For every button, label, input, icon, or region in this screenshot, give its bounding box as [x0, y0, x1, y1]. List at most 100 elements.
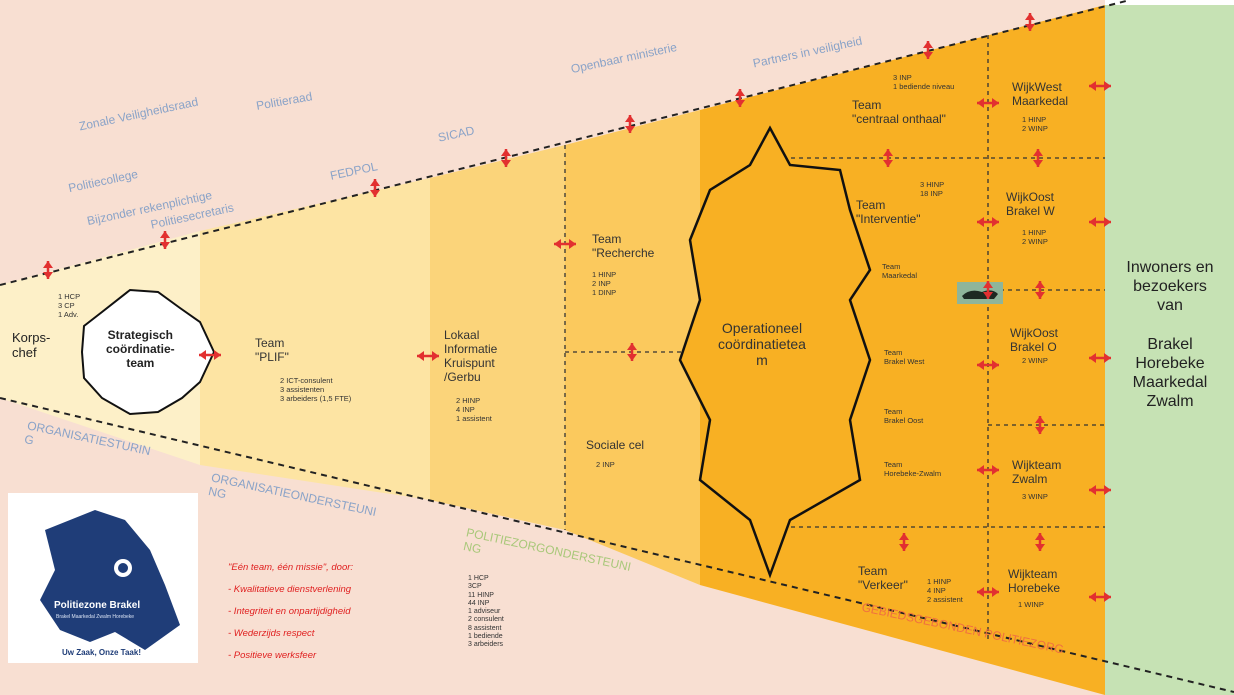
arrow-head	[1104, 81, 1111, 91]
mission-item: - Integriteit en onpartijdigheid	[228, 606, 351, 617]
arrow-head	[883, 160, 893, 167]
arrow-head	[370, 190, 380, 197]
arrow-head	[992, 465, 999, 475]
lik-staff: 2 HINP 4 INP 1 assistent	[456, 396, 492, 423]
arrow-head	[43, 272, 53, 279]
bottom-boundary	[0, 397, 1234, 693]
arrow-head	[199, 350, 206, 360]
arrow-head	[569, 239, 576, 249]
arrow-head	[501, 149, 511, 156]
sociale-cel-staff: 2 INP	[596, 460, 615, 469]
wijk-horebeke-title: Wijkteam Horebeke	[1008, 567, 1061, 595]
arrow-head	[1035, 533, 1045, 540]
arrow-head	[983, 292, 993, 299]
wijk-horebeke-staff: 1 WINP	[1018, 600, 1044, 609]
arrow-head	[1033, 149, 1043, 156]
mission-item: - Positieve werksfeer	[228, 650, 317, 661]
arrow-head	[1035, 427, 1045, 434]
team-horebeke-zwalm: Team Horebeke-Zwalm	[884, 460, 942, 478]
totals-list: 1 HCP 3CP 11 HINP 44 INP 1 adviseur 2 co…	[468, 575, 504, 648]
wijk-west-staff: 1 HINP 2 WINP	[1022, 115, 1048, 133]
team-maarkedal: Team Maarkedal	[882, 262, 918, 280]
wijk-zwalm-staff: 3 WINP	[1022, 492, 1048, 501]
team-brakel-oost: Team Brakel Oost	[884, 407, 924, 425]
interventie-staff: 3 HINP 18 INP	[920, 180, 945, 198]
mission-item: - Kwalitatieve dienstverlening	[228, 584, 352, 595]
centraal-staff: 3 INP 1 bediende niveau	[893, 73, 955, 91]
top-boundary	[0, 0, 1131, 286]
arrow-head	[501, 160, 511, 167]
arrow-head	[1035, 292, 1045, 299]
arrow-head	[214, 350, 221, 360]
arrow-head	[992, 587, 999, 597]
arrow-head	[977, 587, 984, 597]
verkeer-title: Team "Verkeer"	[858, 564, 908, 592]
zone-map-shape	[40, 510, 180, 650]
arrow-head	[1089, 485, 1096, 495]
centraal-title: Team "centraal onthaal"	[852, 98, 946, 126]
arrow-head	[899, 533, 909, 540]
wijk-oost-o-title: WijkOost Brakel O	[1010, 326, 1058, 354]
arrow-head	[1035, 544, 1045, 551]
korpschef-label: Korps- chef	[12, 330, 51, 360]
arrow-head	[977, 465, 984, 475]
arrow-head	[992, 217, 999, 227]
arrow-head	[1025, 24, 1035, 31]
arrow-head	[160, 231, 170, 238]
mission-item: - Wederzijds respect	[228, 628, 315, 639]
logo-zone-name: Politiezone Brakel	[54, 600, 141, 611]
arrow-head	[735, 89, 745, 96]
recherche-title: Team "Recherche	[592, 232, 655, 260]
mission-title: "Eén team, één missie", door:	[228, 562, 354, 573]
arrow-head	[1089, 353, 1096, 363]
arrow-head	[627, 343, 637, 350]
arrow-head	[883, 149, 893, 156]
team-brakel-west: Team Brakel West	[884, 348, 925, 366]
arrow-head	[625, 115, 635, 122]
wijk-zwalm-title: Wijkteam Zwalm	[1012, 458, 1062, 486]
recherche-staff: 1 HINP 2 INP 1 DINP	[592, 270, 617, 297]
arrow-head	[1104, 353, 1111, 363]
arrow-head	[627, 354, 637, 361]
arrow-head	[1089, 217, 1096, 227]
arrow-head	[554, 239, 561, 249]
arrow-head	[923, 41, 933, 48]
plif-staff: 2 ICT-consulent 3 assistenten 3 arbeider…	[280, 376, 352, 403]
arrow-head	[1035, 281, 1045, 288]
arrow-head	[1089, 81, 1096, 91]
wijk-west-title: WijkWest Maarkedal	[1012, 80, 1069, 108]
arrow-head	[1035, 416, 1045, 423]
arrow-head	[983, 281, 993, 288]
arrow-head	[432, 351, 439, 361]
band-lik	[430, 145, 565, 530]
arrow-head	[417, 351, 424, 361]
arrow-head	[625, 126, 635, 133]
wijk-oost-o-staff: 2 WINP	[1022, 356, 1048, 365]
strategisch-shape	[80, 288, 216, 416]
band-plif	[200, 178, 430, 500]
interventie-title: Team "Interventie"	[856, 198, 921, 226]
arrow-head	[370, 179, 380, 186]
arrow-head	[992, 360, 999, 370]
strategisch-label: Strategisch coördinatie- team	[106, 328, 175, 370]
arrow-head	[1104, 485, 1111, 495]
arrow-head	[160, 242, 170, 249]
arrow-head	[977, 360, 984, 370]
operationeel-shape	[678, 125, 872, 579]
arrow-head	[992, 98, 999, 108]
plif-title: Team "PLIF"	[255, 336, 289, 364]
wijk-oost-w-title: WijkOost Brakel W	[1006, 190, 1055, 218]
arrow-head	[899, 544, 909, 551]
wijk-oost-w-staff: 1 HINP 2 WINP	[1022, 228, 1048, 246]
logo-slogan: Uw Zaak, Onze Taak!	[62, 648, 141, 657]
green-column	[1105, 5, 1234, 695]
operationeel-label: Operationeel coördinatietea m	[718, 320, 806, 368]
logo-zone-towns: Brakel Maarkedal Zwalm Horebeke	[56, 614, 135, 620]
arrow-head	[977, 98, 984, 108]
arrow-head	[43, 261, 53, 268]
sociale-cel-title: Sociale cel	[586, 438, 645, 452]
arrow-head	[1025, 13, 1035, 20]
